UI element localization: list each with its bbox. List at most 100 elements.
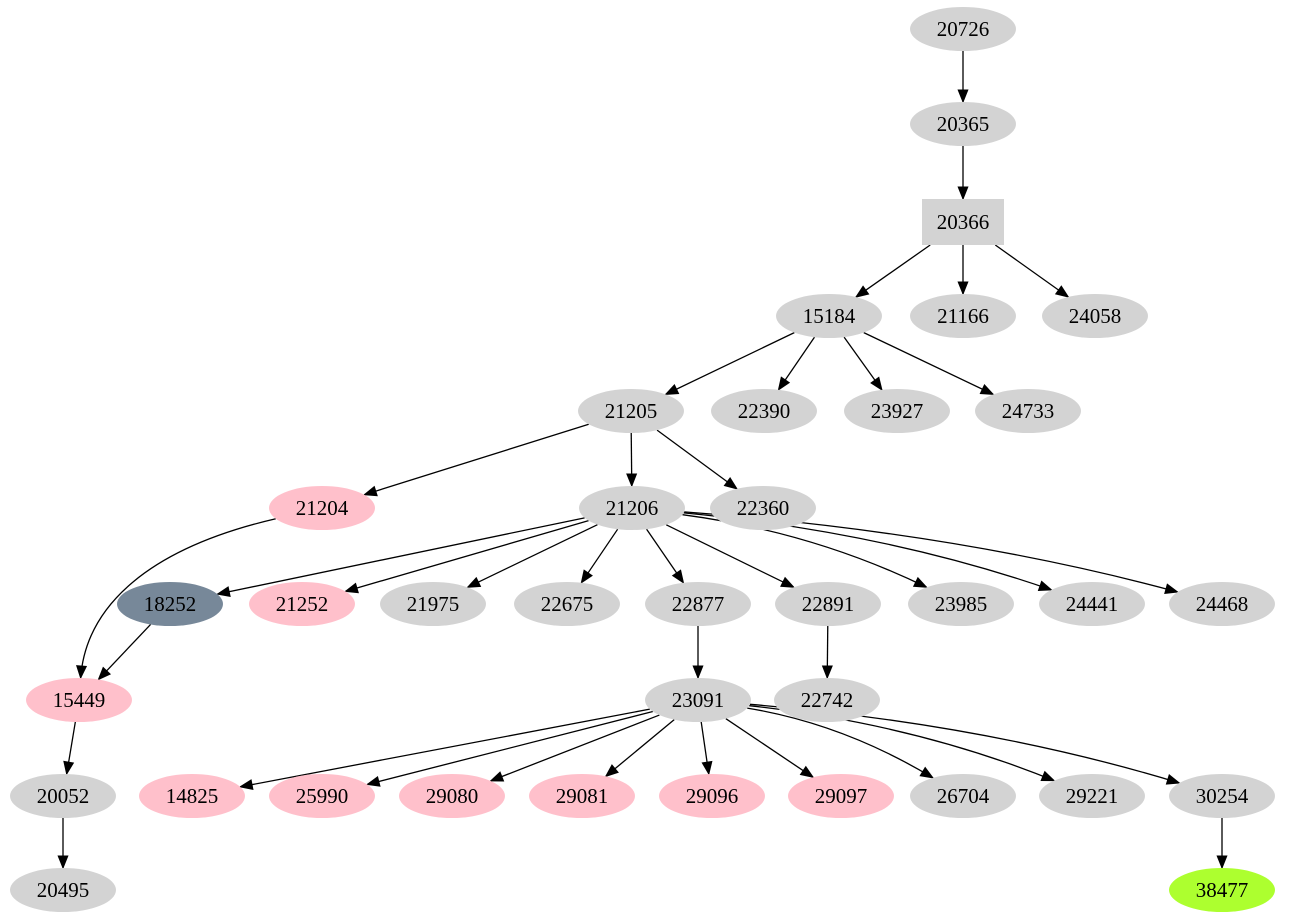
graph-node-22891: 22891 (775, 582, 881, 626)
node-label: 23985 (935, 592, 988, 616)
node-label: 24468 (1196, 592, 1249, 616)
node-ellipse-shape (975, 389, 1081, 433)
graph-node-21975: 21975 (380, 582, 486, 626)
graph-node-24468: 24468 (1169, 582, 1275, 626)
node-ellipse-shape (514, 582, 620, 626)
graph-node-21204: 21204 (269, 486, 375, 530)
edge-15184-21205 (664, 332, 795, 395)
graph-node-38477: 38477 (1169, 868, 1275, 912)
node-label: 22877 (672, 592, 725, 616)
node-label: 29096 (686, 784, 739, 808)
graph-edges (57, 51, 1228, 870)
edge-15184-24733 (863, 332, 995, 395)
node-ellipse-shape (1169, 868, 1275, 912)
graph-node-22675: 22675 (514, 582, 620, 626)
node-ellipse-shape (1169, 774, 1275, 818)
node-ellipse-shape (578, 389, 684, 433)
node-label: 20052 (37, 784, 90, 808)
edge-23091-29097 (725, 718, 815, 779)
edge-23091-25990 (365, 710, 654, 787)
graph-node-21166: 21166 (910, 294, 1016, 338)
graph-node-23985: 23985 (908, 582, 1014, 626)
graph-node-29221: 29221 (1039, 774, 1145, 818)
node-ellipse-shape (529, 774, 635, 818)
edge-15184-23927 (843, 336, 883, 392)
node-ellipse-shape (380, 582, 486, 626)
node-ellipse-shape (10, 868, 116, 912)
node-ellipse-shape (579, 486, 685, 530)
edge-20365-20366 (957, 146, 969, 201)
edge-18252-15449 (97, 624, 152, 681)
node-label: 22891 (802, 592, 855, 616)
node-label: 22390 (738, 399, 791, 423)
edge-21205-22360 (656, 429, 739, 490)
graph-node-25990: 25990 (269, 774, 375, 818)
graph-node-29096: 29096 (659, 774, 765, 818)
graph-node-20495: 20495 (10, 868, 116, 912)
graph-node-24441: 24441 (1039, 582, 1145, 626)
node-label: 21205 (605, 399, 658, 423)
node-ellipse-shape (774, 678, 880, 722)
graph-node-26704: 26704 (910, 774, 1016, 818)
node-label: 21975 (407, 592, 460, 616)
edge-23091-14825 (238, 708, 650, 790)
edge-23091-29080 (489, 714, 660, 782)
edge-15449-20052 (63, 721, 76, 776)
node-label: 20366 (937, 210, 990, 234)
graph-node-30254: 30254 (1169, 774, 1275, 818)
node-ellipse-shape (1042, 294, 1148, 338)
node-ellipse-shape (711, 389, 817, 433)
edge-22877-23091 (692, 626, 704, 680)
node-label: 38477 (1196, 878, 1249, 902)
edge-20366-15184 (854, 244, 931, 298)
node-label: 25990 (296, 784, 349, 808)
edge-22891-22742 (821, 625, 833, 680)
graph-node-22742: 22742 (774, 678, 880, 722)
node-label: 21206 (606, 496, 659, 520)
graph-node-23927: 23927 (844, 389, 950, 433)
edge-15184-22390 (777, 336, 816, 391)
node-ellipse-shape (399, 774, 505, 818)
edge-20366-24058 (994, 244, 1070, 298)
graph-node-22360: 22360 (710, 486, 816, 530)
node-ellipse-shape (910, 774, 1016, 818)
node-ellipse-shape (117, 582, 223, 626)
graph-node-15449: 15449 (26, 678, 132, 722)
graph-node-21206: 21206 (579, 486, 685, 530)
node-label: 29097 (815, 784, 868, 808)
graph-node-18252: 18252 (117, 582, 223, 626)
graph-node-21205: 21205 (578, 389, 684, 433)
node-label: 29080 (426, 784, 479, 808)
node-label: 21166 (937, 304, 989, 328)
node-ellipse-shape (269, 774, 375, 818)
edge-20366-21166 (957, 245, 969, 296)
node-label: 23091 (672, 688, 725, 712)
graph-node-20365: 20365 (910, 102, 1016, 146)
node-label: 24058 (1069, 304, 1122, 328)
node-ellipse-shape (910, 7, 1016, 51)
node-label: 15184 (803, 304, 856, 328)
node-label: 29081 (556, 784, 609, 808)
edge-20726-20365 (957, 51, 969, 104)
edge-20052-20495 (57, 818, 69, 870)
edge-21206-21252 (344, 520, 589, 594)
node-ellipse-shape (844, 389, 950, 433)
edge-23091-29081 (604, 719, 675, 778)
node-ellipse-shape (788, 774, 894, 818)
graph-node-21252: 21252 (249, 582, 355, 626)
graph-node-23091: 23091 (645, 678, 751, 722)
node-ellipse-shape (908, 582, 1014, 626)
graph-node-15184: 15184 (776, 294, 882, 338)
graph-node-22390: 22390 (711, 389, 817, 433)
node-ellipse-shape (269, 486, 375, 530)
graph-node-20366: 20366 (922, 199, 1004, 245)
node-label: 24733 (1002, 399, 1055, 423)
node-label: 15449 (53, 688, 106, 712)
node-label: 26704 (937, 784, 990, 808)
node-ellipse-shape (776, 294, 882, 338)
node-ellipse-shape (10, 774, 116, 818)
node-label: 18252 (144, 592, 197, 616)
